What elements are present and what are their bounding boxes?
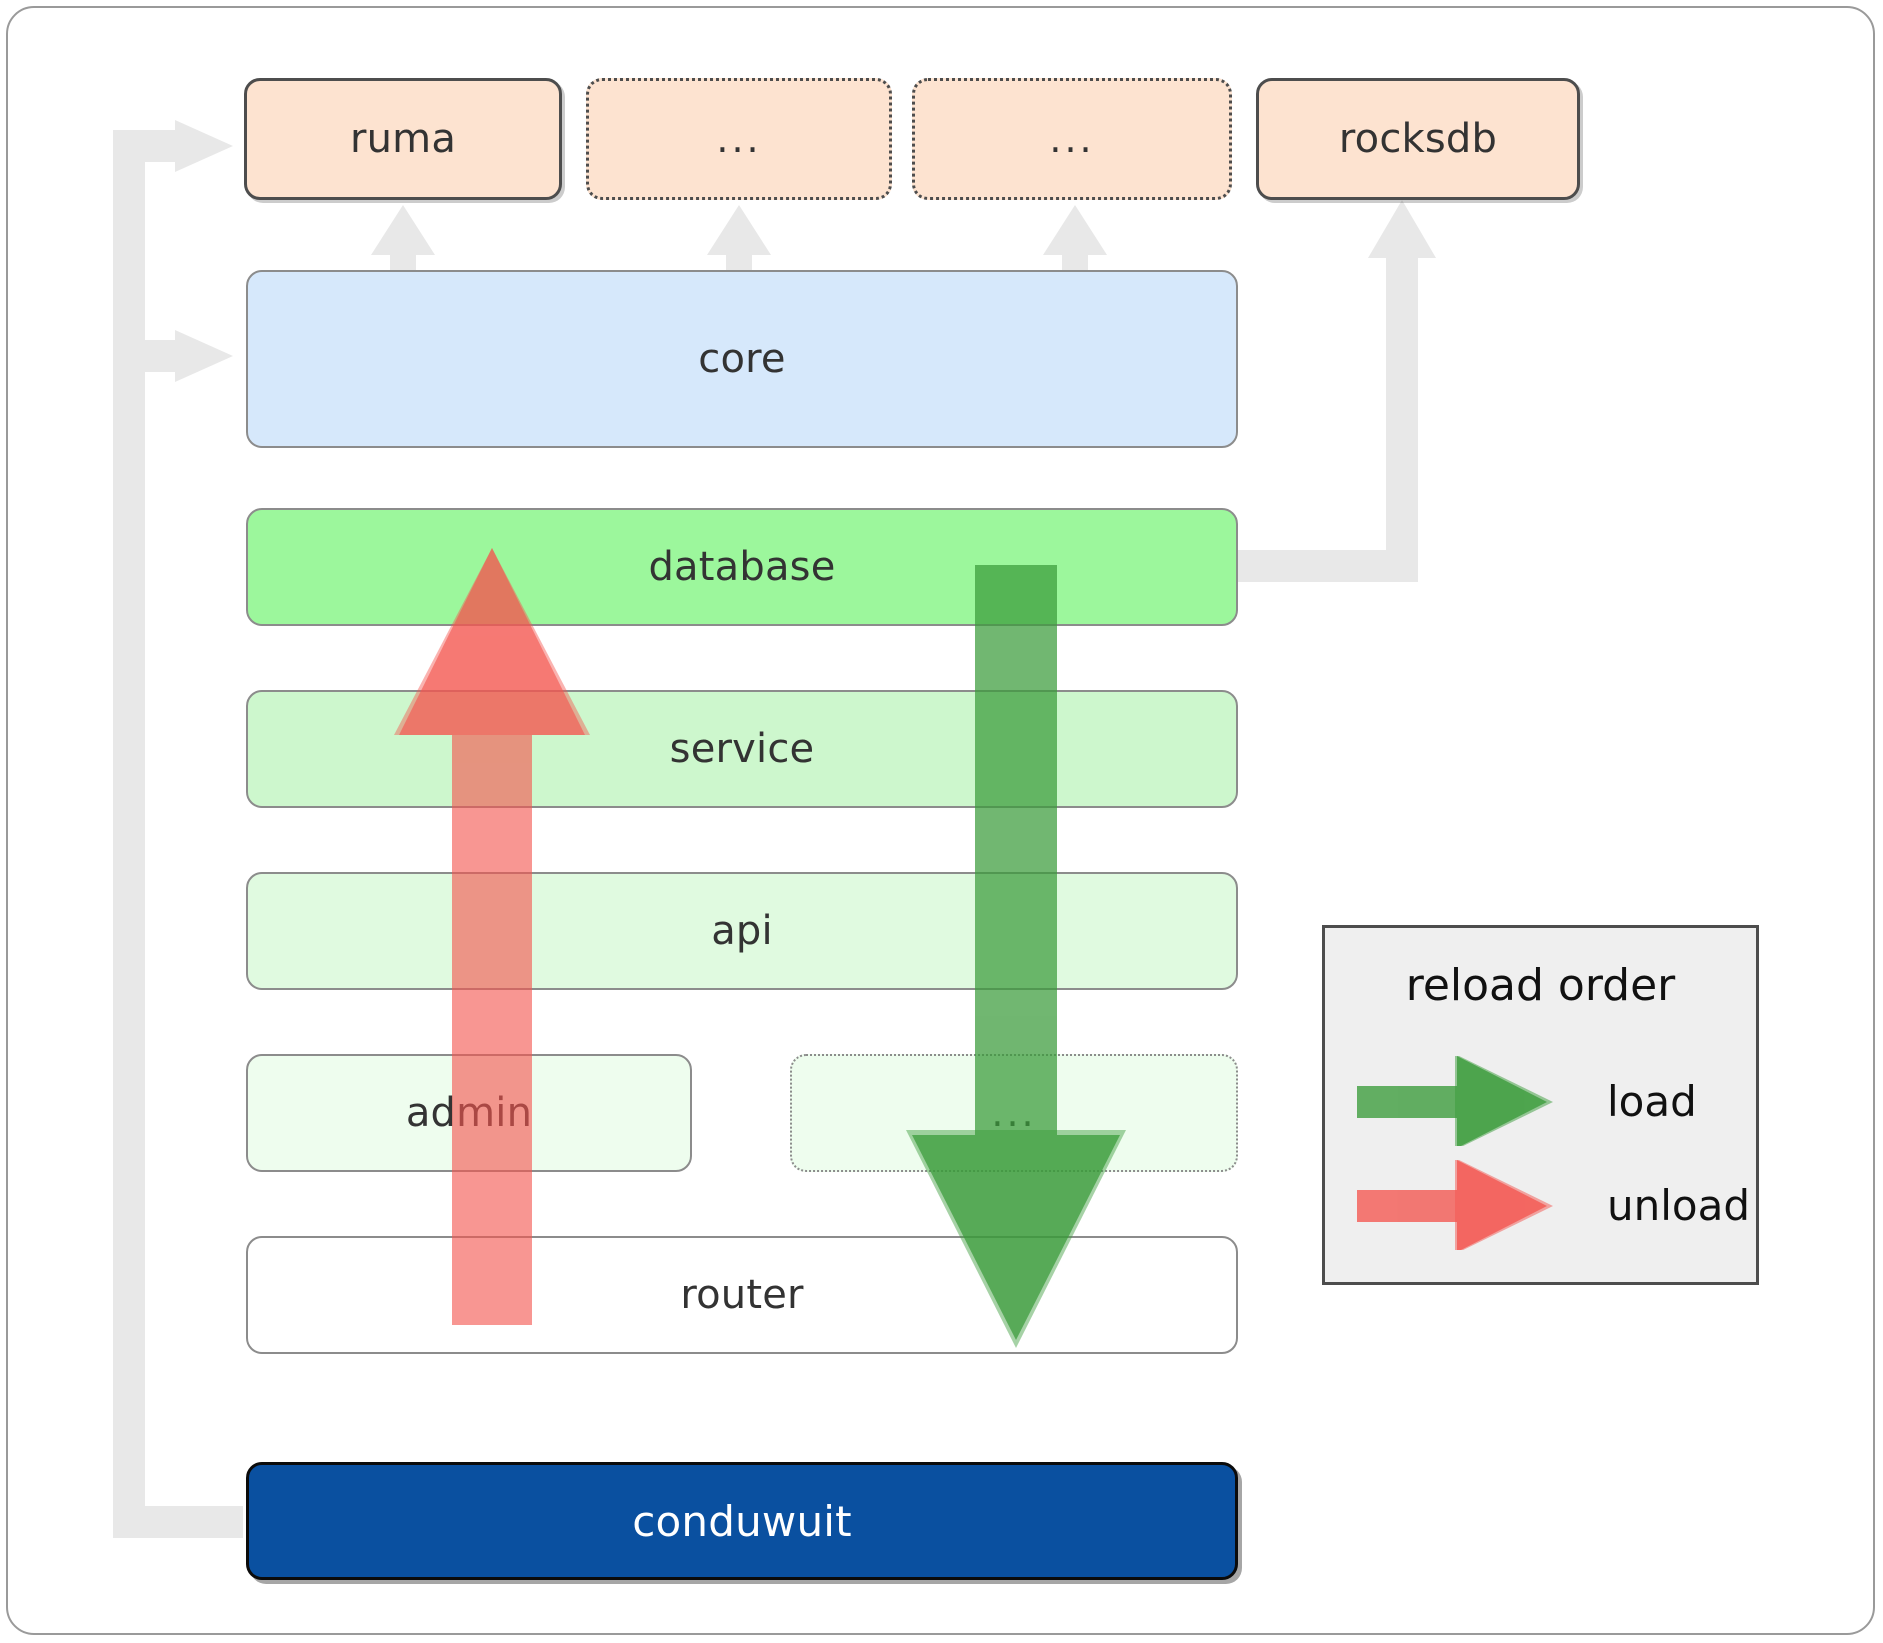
layer-database-label: database — [648, 544, 836, 590]
crate-placeholder-2-label: ... — [1049, 117, 1095, 161]
legend-panel: reload order load — [1322, 925, 1759, 1285]
legend-unload-swatch — [1357, 1158, 1577, 1254]
layer-core[interactable]: core — [246, 270, 1238, 448]
crate-ruma[interactable]: ruma — [244, 78, 562, 200]
crate-rocksdb[interactable]: rocksdb — [1256, 78, 1580, 200]
diagram-frame — [6, 6, 1875, 1635]
crate-placeholder-1[interactable]: ... — [586, 78, 892, 200]
layer-router[interactable]: router — [246, 1236, 1238, 1354]
unload-arrow-icon — [1357, 1158, 1553, 1254]
crate-rocksdb-label: rocksdb — [1338, 116, 1498, 162]
crate-placeholder-2[interactable]: ... — [912, 78, 1232, 200]
crate-ruma-label: ruma — [349, 116, 457, 162]
legend-unload-label: unload — [1607, 1180, 1751, 1230]
legend-row-load: load — [1325, 1054, 1756, 1150]
layer-database[interactable]: database — [246, 508, 1238, 626]
layer-router-label: router — [680, 1272, 804, 1318]
layer-conduwuit[interactable]: conduwuit — [246, 1462, 1238, 1580]
legend-load-swatch — [1357, 1054, 1577, 1150]
layer-admin-label: admin — [405, 1090, 533, 1136]
layer-placeholder[interactable]: ... — [790, 1054, 1238, 1172]
layer-admin[interactable]: admin — [246, 1054, 692, 1172]
legend-row-unload: unload — [1325, 1158, 1756, 1254]
crate-placeholder-1-label: ... — [716, 117, 762, 161]
layer-conduwuit-label: conduwuit — [632, 1496, 852, 1546]
layer-service[interactable]: service — [246, 690, 1238, 808]
layer-placeholder-label: ... — [991, 1091, 1037, 1135]
layer-api-label: api — [711, 908, 773, 954]
load-arrow-icon — [1357, 1054, 1553, 1150]
layer-api[interactable]: api — [246, 872, 1238, 990]
layer-service-label: service — [669, 726, 815, 772]
legend-load-label: load — [1607, 1076, 1697, 1126]
legend-title: reload order — [1405, 960, 1676, 1011]
layer-core-label: core — [698, 336, 786, 382]
